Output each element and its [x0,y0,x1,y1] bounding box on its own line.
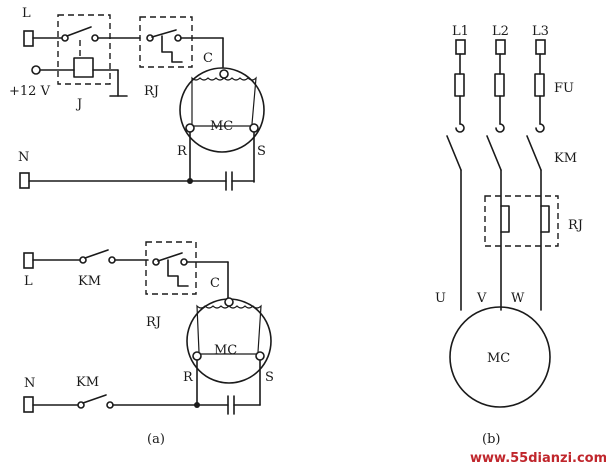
thermal-relay-rj-box-2 [145,241,197,295]
label-l2: L2 [492,24,509,39]
caption-b: (b) [482,432,500,447]
motor-mc-b [449,306,551,408]
relay-j-box [57,14,111,85]
label-mc-2: MC [214,343,237,358]
terminal-n-2 [23,396,34,413]
circuit-b: L1 L2 L3 FU KM RJ U V W [435,24,583,447]
terminal-l [23,30,34,47]
label-fu: FU [554,81,574,96]
label-l1: L1 [452,24,469,39]
label-n: N [18,150,29,165]
label-km: KM [554,151,577,166]
label-s: S [257,144,266,159]
label-j: J [75,97,82,112]
label-r-2: R [183,370,194,385]
terminal-l2 [495,39,506,55]
label-n-2: N [24,376,35,391]
terminal-n [19,172,30,189]
relay-coil [73,57,94,78]
label-rj: RJ [144,84,159,99]
label-l-2: L [24,274,33,289]
label-mc: MC [210,119,233,134]
motor-mc-top [179,67,265,153]
label-km-top: KM [78,274,101,289]
label-l3: L3 [532,24,549,39]
label-l: L [22,6,31,21]
label-c-2: C [210,276,220,291]
circuit-a-bottom: L KM RJ C MC R S N [23,241,274,447]
label-12v: +12 V [9,84,51,99]
fuse-2 [494,73,505,97]
caption-a: (a) [147,432,165,447]
watermark: www.55dianzi.com [470,451,606,466]
label-r: R [177,144,188,159]
circuit-a-top: L +12 V J RJ C [9,6,266,191]
thermal-relay-rj-b [484,195,559,247]
label-w: W [511,291,525,306]
label-rj-b: RJ [568,218,583,233]
label-u: U [435,291,446,306]
terminal-l3 [535,39,546,55]
fuse-3 [534,73,545,97]
label-rj-2: RJ [146,315,161,330]
label-km-bottom: KM [76,375,99,390]
label-s-2: S [265,370,274,385]
terminal-l-2 [23,252,34,269]
thermal-relay-rj-box [139,16,193,68]
label-v: V [476,291,487,306]
label-mc-b: MC [487,351,510,366]
terminal-12v [31,65,41,75]
terminal-l1 [455,39,466,55]
fuse-1 [454,73,465,97]
label-c: C [203,51,213,66]
